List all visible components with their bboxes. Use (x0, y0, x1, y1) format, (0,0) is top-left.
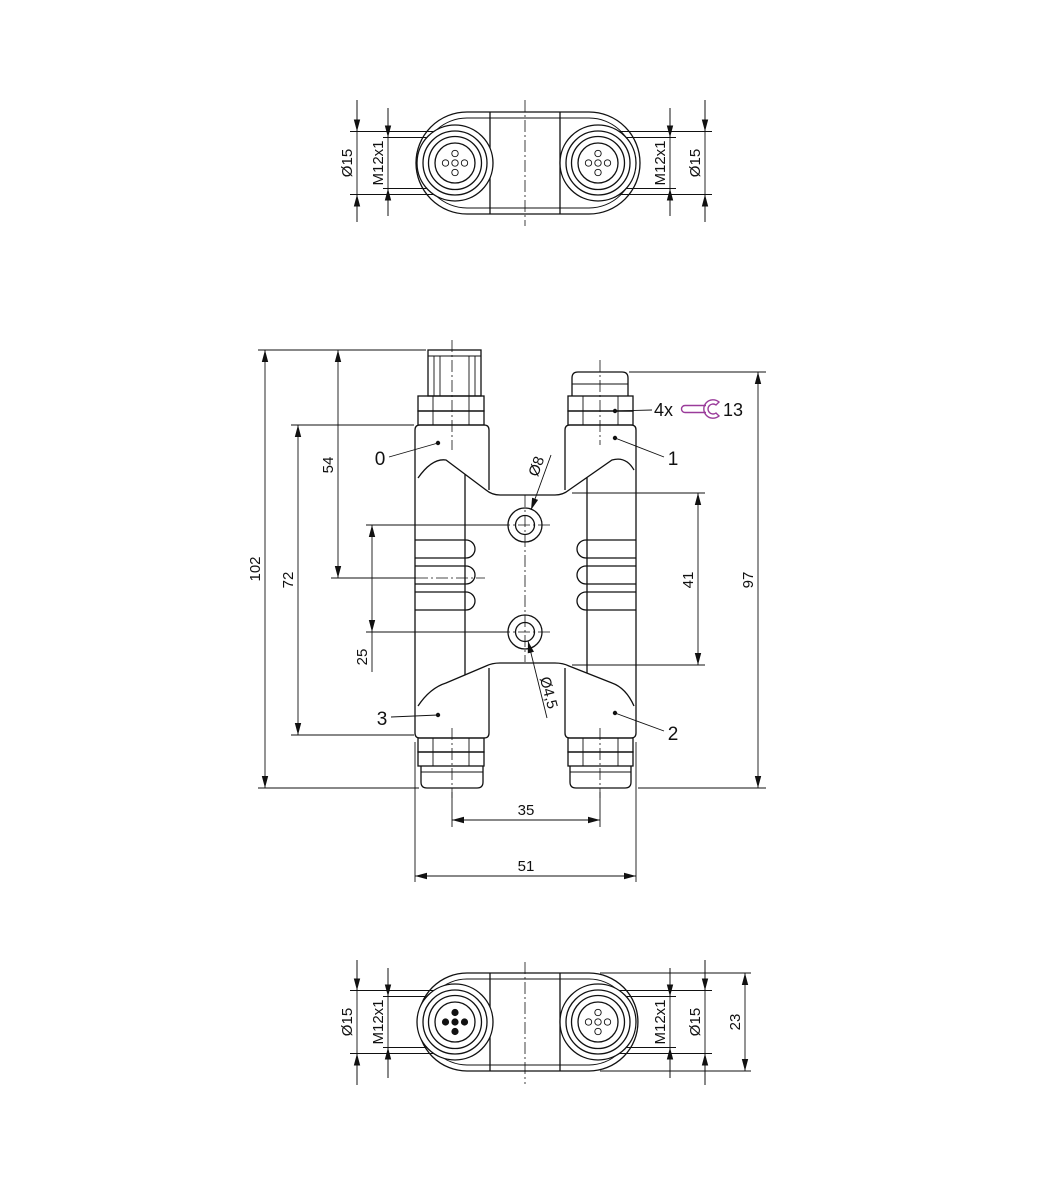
port-0-connector (417, 340, 485, 450)
bottom-view: Ø15 M12x1 M12x1 Ø15 23 (339, 960, 751, 1085)
bottom-view-body-outline (417, 972, 639, 1072)
top-dim-diameter-right-label: Ø15 (687, 149, 704, 177)
wrench-icon (680, 399, 721, 419)
dim-top-to-center-label: 54 (320, 457, 337, 474)
top-view-connector-right (559, 124, 637, 202)
dim-mount-span-label: 41 (680, 572, 697, 589)
port-label-1-text: 1 (668, 449, 679, 470)
front-view: 0 1 2 3 4x 13 (247, 340, 766, 882)
top-dim-thread-left-label: M12x1 (370, 140, 387, 185)
grip-ribs-right (576, 539, 636, 611)
hole-upper-callout: Ø8 (525, 454, 552, 511)
dim-height-right-label: 97 (740, 572, 757, 589)
body-lower-contour (417, 662, 635, 707)
top-view: Ø15 M12x1 M12x1 Ø15 (339, 100, 712, 226)
dim-top-to-center: 54 (320, 350, 416, 579)
dim-height-right: 97 (629, 371, 766, 789)
bottom-dim-height-label: 23 (727, 1014, 744, 1031)
dim-port-spacing: 35 (451, 792, 601, 827)
top-dim-diameter-right: Ø15 (687, 100, 709, 222)
grip-ribs-left (415, 539, 476, 611)
bottom-dim-diameter-left-label: Ø15 (339, 1008, 356, 1036)
hole-lower-callout: Ø4,5 (527, 640, 561, 719)
hole-upper-diameter-label: Ø8 (525, 454, 548, 479)
dim-hole-spacing-label: 25 (354, 649, 371, 666)
wrench-size-label: 13 (723, 400, 743, 420)
bottom-view-connector-left (416, 983, 494, 1061)
bottom-dim-thread-left-label: M12x1 (370, 999, 387, 1044)
dim-width: 51 (414, 742, 637, 882)
bottom-dim-thread-left: M12x1 (370, 968, 392, 1078)
port-label-2: 2 (612, 710, 679, 745)
port-label-2-text: 2 (668, 724, 679, 745)
port-2-connector (567, 728, 634, 798)
body-left-column (414, 424, 490, 739)
dim-port-spacing-label: 35 (518, 802, 535, 819)
port-3-connector (417, 728, 485, 798)
port-1-connector (567, 360, 634, 445)
top-dim-diameter-left: Ø15 (339, 100, 361, 222)
bottom-dim-height: 23 (727, 973, 749, 1071)
dim-overall-height-label: 102 (247, 556, 264, 581)
port-label-0: 0 (375, 440, 441, 470)
bottom-dim-diameter-left: Ø15 (339, 960, 361, 1085)
bottom-view-connector-right (559, 983, 637, 1061)
bottom-dim-diameter-right-label: Ø15 (687, 1008, 704, 1036)
wrench-count-label: 4x (654, 400, 673, 420)
body-right-column (564, 424, 637, 739)
hole-lower-diameter-label: Ø4,5 (536, 675, 561, 711)
port-label-3: 3 (377, 709, 441, 730)
bottom-dim-thread-right-label: M12x1 (652, 999, 669, 1044)
top-dim-thread-right-label: M12x1 (652, 140, 669, 185)
top-dim-thread-right: M12x1 (652, 108, 674, 216)
top-dim-diameter-left-label: Ø15 (339, 149, 356, 177)
bottom-dim-diameter-right: Ø15 (687, 960, 709, 1085)
dim-mount-span: 41 (572, 492, 705, 666)
wrench-size-note: 4x 13 (612, 399, 743, 420)
body-upper-contour (417, 458, 635, 496)
port-label-3-text: 3 (377, 709, 388, 730)
port-label-1: 1 (612, 435, 679, 470)
top-view-connector-left (416, 124, 494, 202)
port-label-0-text: 0 (375, 449, 386, 470)
dim-width-label: 51 (518, 858, 535, 875)
dim-overall-height: 102 (247, 349, 426, 789)
dim-body-height: 72 (280, 424, 414, 736)
bottom-dim-thread-right: M12x1 (652, 968, 674, 1078)
dim-hole-spacing: 25 (354, 524, 508, 672)
top-dim-thread-left: M12x1 (370, 108, 392, 216)
dim-body-height-label: 72 (280, 572, 297, 589)
